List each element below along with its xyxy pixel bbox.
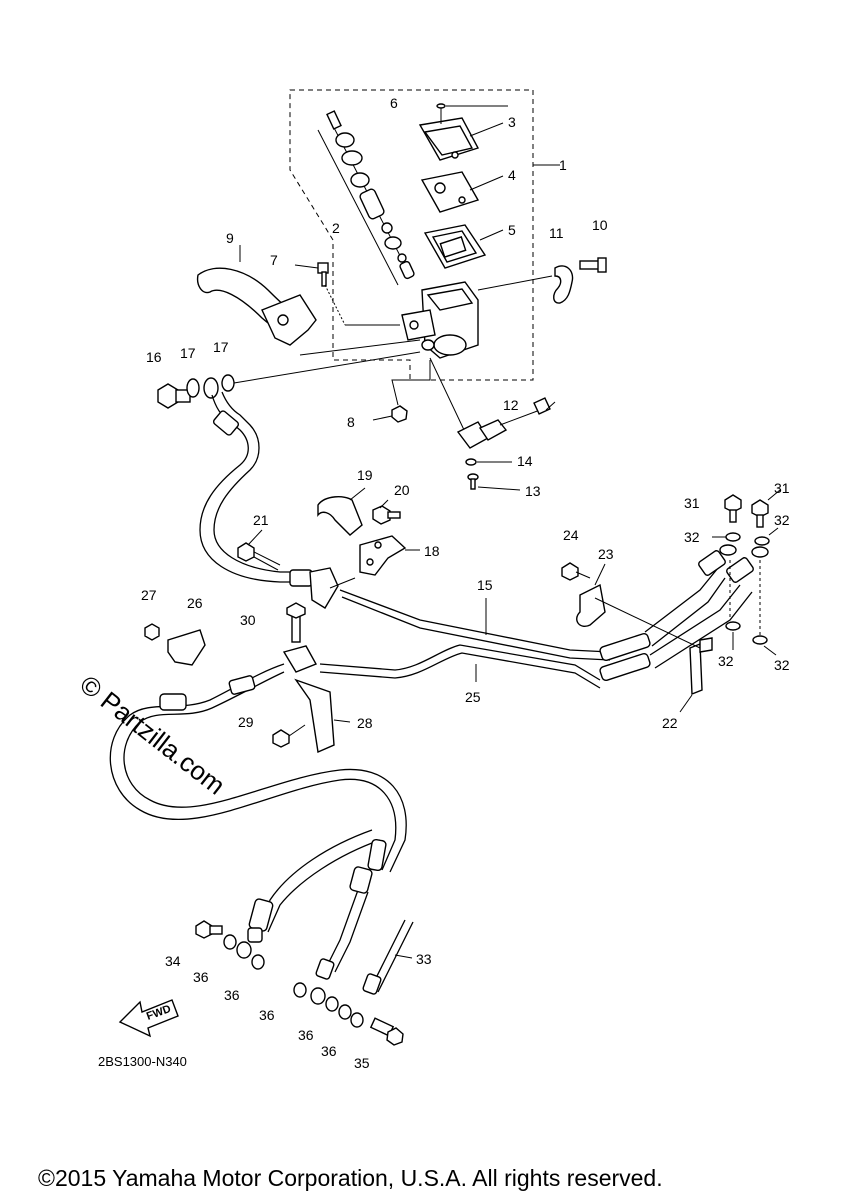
callout-36d: 36 xyxy=(298,1027,314,1043)
diaphragm-plate xyxy=(420,171,480,213)
clamp-23 xyxy=(576,583,606,627)
union-bolt-35 xyxy=(369,1017,404,1046)
callout-36e: 36 xyxy=(321,1043,337,1059)
union-bolt xyxy=(157,383,191,409)
nut-27 xyxy=(144,623,160,641)
hose-joint xyxy=(309,567,356,609)
hose-clip-26 xyxy=(167,629,206,666)
callout-3: 3 xyxy=(508,114,516,130)
brake-lever xyxy=(196,267,317,346)
callout-15: 15 xyxy=(477,577,493,593)
callout-2: 2 xyxy=(332,220,340,236)
caliper-hose-left xyxy=(247,829,381,943)
bolt-29 xyxy=(272,724,306,748)
bolt-20 xyxy=(372,505,401,525)
diagram-part-code: 2BS1300-N340 xyxy=(98,1054,187,1069)
caliper-hose-right xyxy=(315,838,414,995)
clamp-bolt xyxy=(579,257,607,273)
callout-25: 25 xyxy=(465,689,481,705)
diaphragm xyxy=(423,224,487,269)
upper-brake-hose xyxy=(199,391,313,587)
bracket-18 xyxy=(359,535,407,576)
callout-28: 28 xyxy=(357,715,373,731)
callout-14: 14 xyxy=(517,453,533,469)
callout-32c: 32 xyxy=(718,653,734,669)
callout-32b: 32 xyxy=(774,512,790,528)
callout-23: 23 xyxy=(598,546,614,562)
callout-9: 9 xyxy=(226,230,234,246)
right-brake-hoses xyxy=(599,544,769,682)
callout-34: 34 xyxy=(165,953,181,969)
lever-pivot-bolt xyxy=(294,262,329,287)
lower-brake-hose xyxy=(109,663,407,873)
bolt-24 xyxy=(561,562,591,581)
callout-24: 24 xyxy=(563,527,579,543)
bolt-21 xyxy=(237,542,281,571)
piston-kit xyxy=(317,110,415,286)
union-bolt-34 xyxy=(195,920,223,939)
hose-guide-19 xyxy=(317,496,363,536)
callout-27: 27 xyxy=(141,587,157,603)
callout-32d: 32 xyxy=(774,657,790,673)
callout-31a: 31 xyxy=(684,495,700,511)
bracket-28 xyxy=(294,678,335,754)
callout-36a: 36 xyxy=(193,969,209,985)
brake-pipe-15 xyxy=(339,589,611,661)
callout-35: 35 xyxy=(354,1055,370,1071)
callout-8: 8 xyxy=(347,414,355,430)
bracket-22 xyxy=(689,637,713,696)
callout-36b: 36 xyxy=(224,987,240,1003)
master-cylinder-assembly-box xyxy=(289,89,534,381)
callout-30: 30 xyxy=(240,612,256,628)
callout-5: 5 xyxy=(508,222,516,238)
callout-17b: 17 xyxy=(213,339,229,355)
callout-36c: 36 xyxy=(259,1007,275,1023)
brake-light-switch xyxy=(456,397,551,449)
reservoir-cap xyxy=(418,117,480,161)
callout-21: 21 xyxy=(253,512,269,528)
callout-11: 11 xyxy=(549,225,564,241)
callout-29: 29 xyxy=(238,714,254,730)
copyright-notice: ©2015 Yamaha Motor Corporation, U.S.A. A… xyxy=(38,1165,663,1191)
callout-31b: 31 xyxy=(774,480,790,496)
callout-13: 13 xyxy=(525,483,541,499)
forward-arrow-icon: FWD xyxy=(118,999,179,1038)
brake-pipe-25 xyxy=(319,644,601,689)
callout-16: 16 xyxy=(146,349,162,365)
callout-4: 4 xyxy=(508,167,516,183)
callout-32a: 32 xyxy=(684,529,700,545)
callout-labels: 1 2 3 4 5 6 7 8 9 10 11 12 13 14 15 16 1… xyxy=(141,95,790,1071)
master-cylinder-body xyxy=(401,281,479,359)
callout-22: 22 xyxy=(662,715,678,731)
callout-12: 12 xyxy=(503,397,519,413)
union-bolt-31-right xyxy=(751,499,769,528)
lever-pivot-nut xyxy=(391,405,408,423)
callout-26: 26 xyxy=(187,595,203,611)
union-bolt-31-left xyxy=(724,494,742,523)
callout-1: 1 xyxy=(559,157,567,173)
callout-10: 10 xyxy=(592,217,608,233)
switch-screw xyxy=(467,473,479,490)
lower-hose-joint xyxy=(282,602,317,673)
callout-33: 33 xyxy=(416,951,432,967)
callout-19: 19 xyxy=(357,467,373,483)
callout-18: 18 xyxy=(424,543,440,559)
callout-17a: 17 xyxy=(180,345,196,361)
watermark: © Partzilla.com xyxy=(74,669,231,801)
callout-6: 6 xyxy=(390,95,398,111)
callout-7: 7 xyxy=(270,252,278,268)
handlebar-clamp xyxy=(553,265,574,304)
callout-20: 20 xyxy=(394,482,410,498)
